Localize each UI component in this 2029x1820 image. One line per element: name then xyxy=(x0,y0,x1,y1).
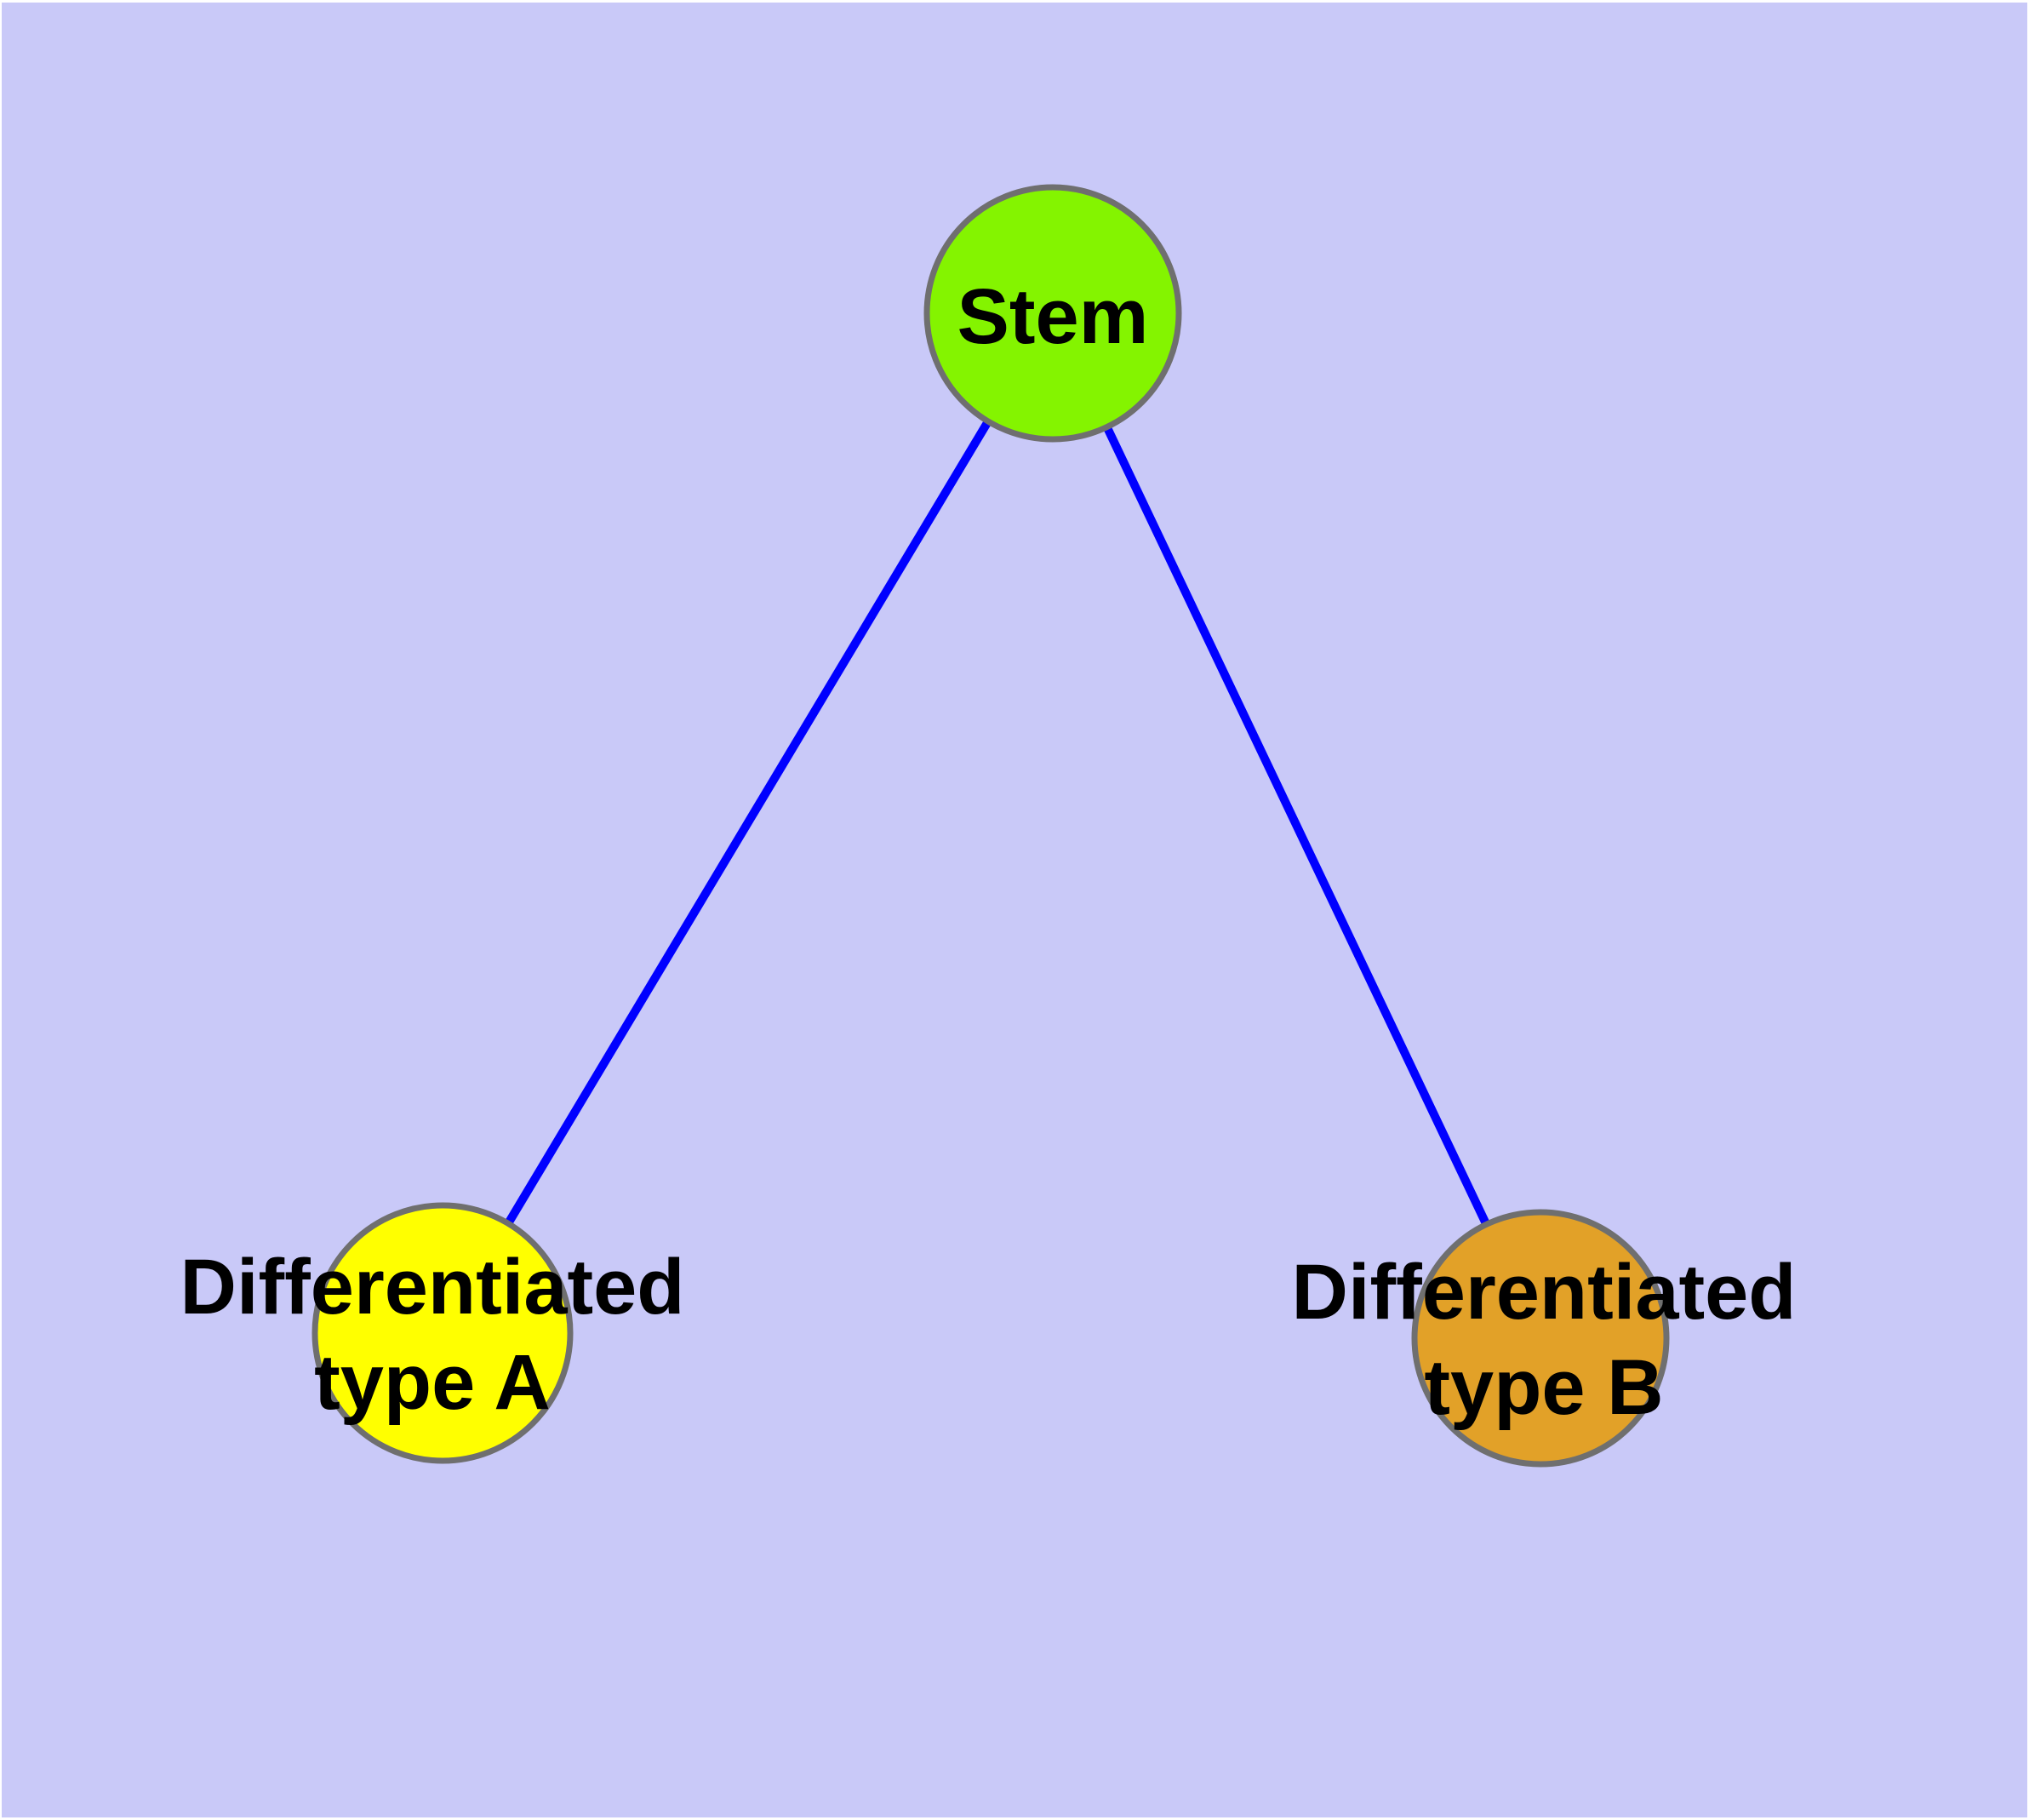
type-a-node-circle xyxy=(311,1202,574,1464)
stem-node-circle xyxy=(923,184,1182,443)
type-a-node-label-line-2: type A xyxy=(314,1339,551,1426)
type-b-node-label-line-2: type B xyxy=(1424,1344,1663,1431)
type-b-node-label-line-1: Differentiated xyxy=(1292,1249,1797,1336)
edge-stem-to-type-a xyxy=(438,311,1057,1336)
edge-stem-to-type-b xyxy=(1049,311,1545,1341)
type-a-node-label-line-1: Differentiated xyxy=(180,1244,685,1331)
stem-node-label: Stem xyxy=(957,273,1149,360)
type-b-node-circle xyxy=(1411,1209,1670,1468)
